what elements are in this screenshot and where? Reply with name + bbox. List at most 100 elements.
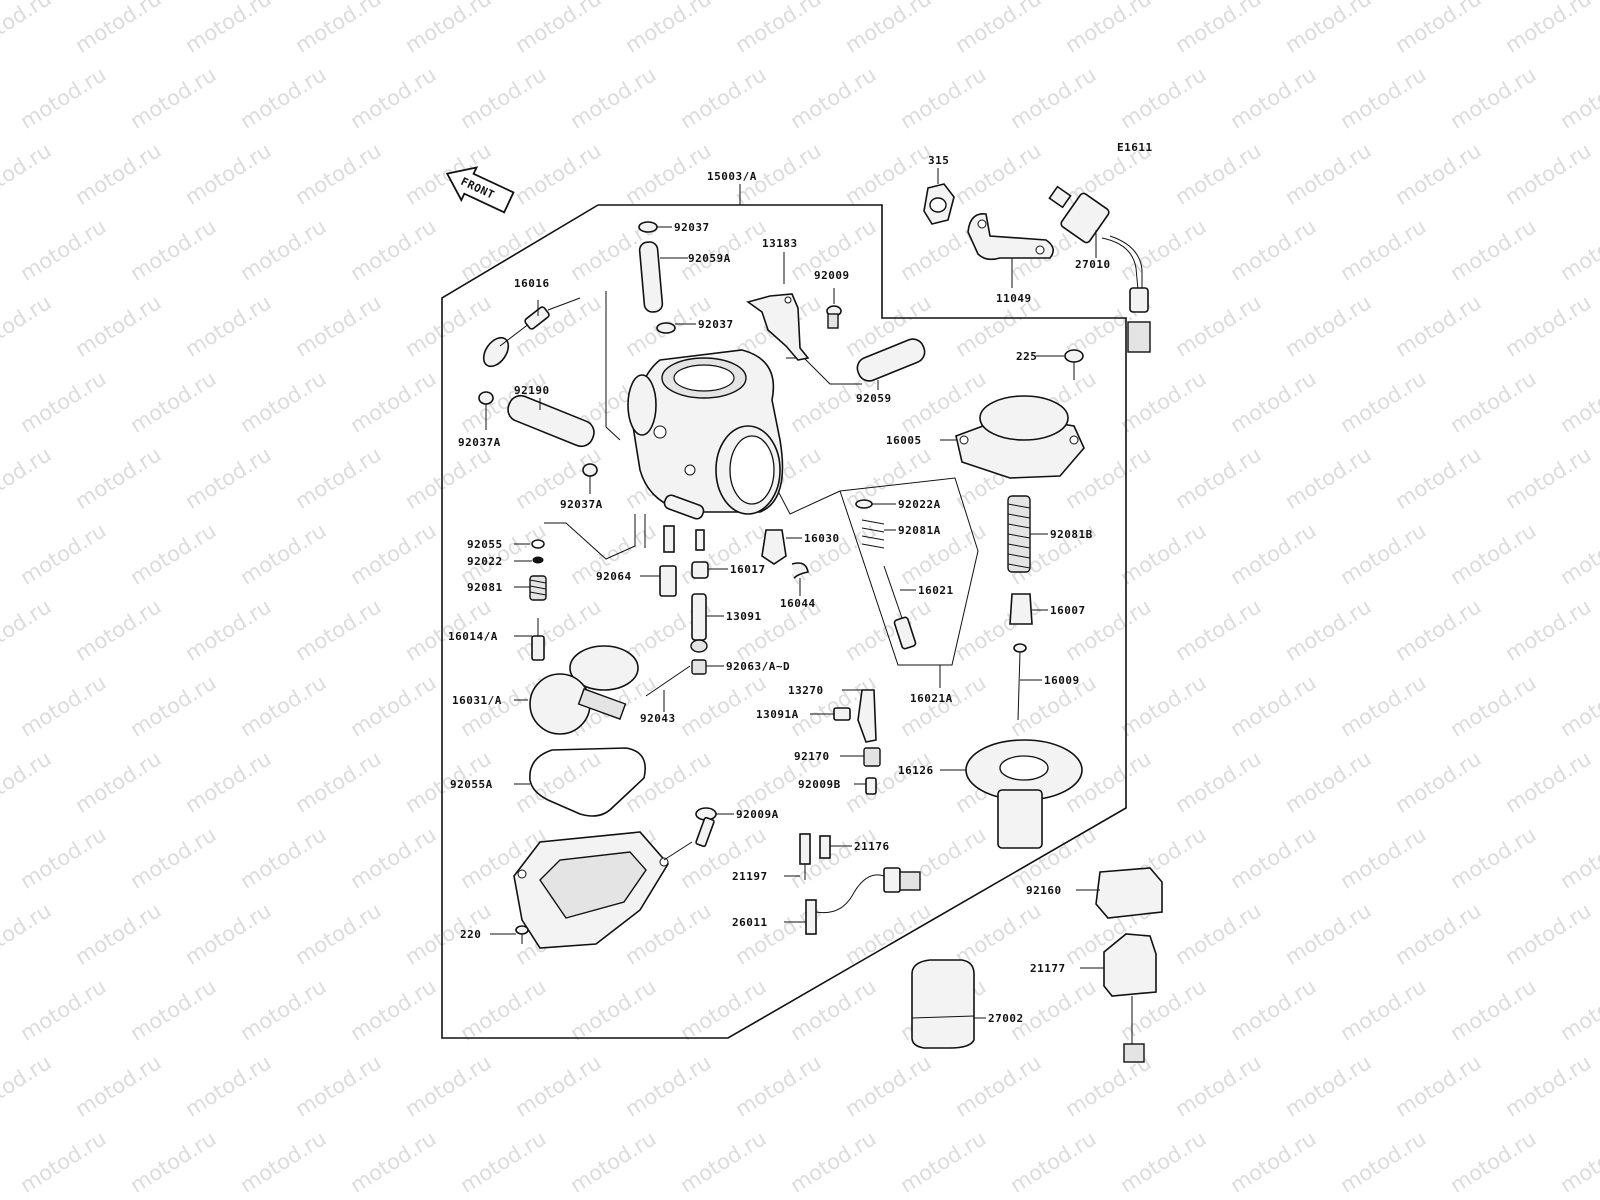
washer-92022A — [855, 499, 896, 509]
label-92170: 92170 — [794, 750, 830, 763]
label-27010: 27010 — [1075, 258, 1111, 271]
label-92037A-lower: 92037A — [560, 498, 603, 511]
label-92009A: 92009A — [736, 808, 779, 821]
screw-220 — [490, 925, 529, 944]
label-92037-top: 92037 — [674, 221, 710, 234]
label-220: 220 — [460, 928, 481, 941]
spring-92081A — [861, 519, 896, 549]
harness-26011 — [784, 867, 921, 935]
sensor-21176 — [819, 835, 852, 859]
label-16126: 16126 — [898, 764, 934, 777]
label-92059A: 92059A — [688, 252, 731, 265]
label-16005: 16005 — [886, 434, 922, 447]
label-92009: 92009 — [814, 269, 850, 282]
diaphragm-16126 — [940, 739, 1083, 849]
label-92064: 92064 — [596, 570, 632, 583]
screw-16014 — [514, 618, 545, 661]
label-21176: 21176 — [854, 840, 890, 853]
collar-92170 — [840, 747, 881, 767]
holder-16017 — [691, 529, 728, 579]
jet-92063 — [691, 659, 724, 675]
label-92043: 92043 — [640, 712, 676, 725]
label-225: 225 — [1016, 350, 1037, 363]
front-arrow-icon: FRONT — [445, 166, 515, 214]
sensor-21197 — [784, 833, 811, 880]
tube-92190 — [507, 394, 595, 448]
float-bowl — [513, 831, 669, 949]
label-13183: 13183 — [762, 237, 798, 250]
label-27002: 27002 — [988, 1012, 1024, 1025]
holder-16007 — [1009, 593, 1048, 625]
box-27002 — [911, 959, 986, 1049]
label-16030: 16030 — [804, 532, 840, 545]
spring-92081 — [514, 575, 547, 601]
label-13091: 13091 — [726, 610, 762, 623]
cap-16005 — [940, 395, 1085, 479]
label-92190: 92190 — [514, 384, 550, 397]
label-16009: 16009 — [1044, 674, 1080, 687]
label-92009B: 92009B — [798, 778, 841, 791]
nut-315 — [923, 168, 955, 225]
screw-92009 — [826, 288, 842, 329]
bracket-13183 — [746, 252, 810, 361]
label-11049: 11049 — [996, 292, 1032, 305]
gasket-92055A — [514, 747, 646, 817]
label-16021A: 16021A — [910, 692, 953, 705]
carburetor-body-15003 — [627, 349, 784, 520]
label-16017: 16017 — [730, 563, 766, 576]
label-21177: 21177 — [1030, 962, 1066, 975]
figure-code: E1611 — [1117, 141, 1153, 154]
label-21197: 21197 — [732, 870, 768, 883]
screw-92009B — [854, 777, 877, 795]
o-ring-92055 — [514, 539, 545, 549]
label-16016: 16016 — [514, 277, 550, 290]
label-16014A: 16014/A — [448, 630, 498, 643]
label-92059: 92059 — [856, 392, 892, 405]
label-92022A: 92022A — [898, 498, 941, 511]
needle-16009 — [1013, 643, 1042, 721]
part-labels: 15003/A 315 92037 92059A 13183 92009 160… — [448, 154, 1111, 1025]
tube-13091 — [690, 593, 724, 653]
label-13091A: 13091A — [756, 708, 799, 721]
label-16031A: 16031/A — [452, 694, 502, 707]
label-92160: 92160 — [1026, 884, 1062, 897]
label-13270: 13270 — [788, 684, 824, 697]
clip-92037A-lower — [582, 463, 598, 494]
label-92037-mid: 92037 — [698, 318, 734, 331]
label-92081A: 92081A — [898, 524, 941, 537]
jet-92064 — [640, 525, 677, 597]
pin-92043 — [645, 665, 691, 712]
label-92063AD: 92063/A~D — [726, 660, 790, 673]
clip-92037-mid — [656, 322, 696, 334]
label-26011: 26011 — [732, 916, 768, 929]
screw-225 — [1036, 349, 1084, 380]
needle-16021 — [883, 565, 917, 650]
spring-92081B — [1007, 495, 1048, 573]
label-16044: 16044 — [780, 597, 816, 610]
label-15003A: 15003/A — [707, 170, 757, 183]
label-315: 315 — [928, 154, 949, 167]
tube-92059 — [856, 338, 926, 390]
tube-92059A — [638, 241, 688, 313]
label-92081B: 92081B — [1050, 528, 1093, 541]
label-92055: 92055 — [467, 538, 503, 551]
label-92081: 92081 — [467, 581, 503, 594]
choke-plunger-16016 — [482, 297, 581, 368]
cover-92160 — [1076, 867, 1163, 919]
label-16021: 16021 — [918, 584, 954, 597]
drain-screw-92009A — [663, 807, 734, 861]
lever-13270 — [842, 689, 877, 743]
clip-13091A — [810, 707, 851, 721]
sensor-27010 — [1048, 185, 1151, 353]
clip-92037-top — [638, 221, 672, 233]
module-21177 — [1080, 933, 1157, 1063]
clip-92037A-upper — [478, 391, 494, 430]
float-16031 — [514, 645, 639, 735]
label-92037A-upper: 92037A — [458, 436, 501, 449]
float-valve-16030 — [761, 529, 802, 565]
bracket-11049 — [967, 213, 1054, 288]
washer-92022 — [514, 556, 544, 564]
label-92055A: 92055A — [450, 778, 493, 791]
assembly-frame — [441, 184, 1127, 1039]
